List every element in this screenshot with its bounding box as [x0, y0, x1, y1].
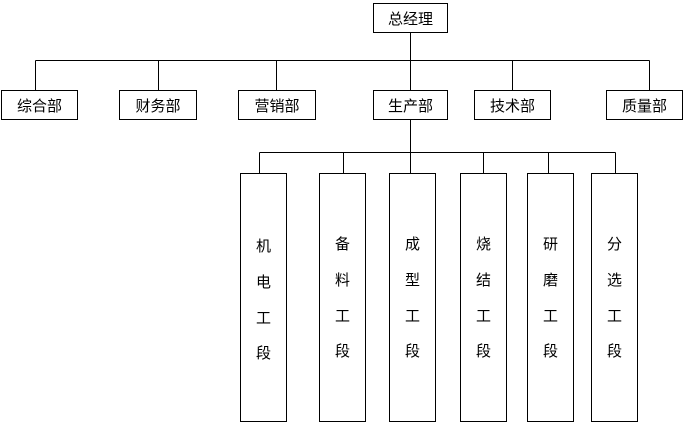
department-label: 营销部 [254, 96, 300, 115]
section-box-2: 备 料 工 段 [319, 173, 366, 422]
section-char: 型 [404, 271, 420, 289]
section-char: 段 [334, 342, 350, 360]
department-box-1: 综合部 [1, 90, 78, 120]
general-manager-box: 总经理 [373, 3, 448, 33]
department-box-3: 营销部 [238, 90, 316, 120]
section-char: 研 [542, 235, 558, 253]
section-char: 烧 [475, 235, 491, 253]
section-char: 工 [475, 307, 491, 325]
section-char: 结 [475, 271, 491, 289]
section-char: 工 [334, 307, 350, 325]
section-box-6: 分 选 工 段 [591, 173, 638, 422]
section-char: 工 [606, 307, 622, 325]
section-char: 成 [404, 235, 420, 253]
section-box-5: 研 磨 工 段 [527, 173, 574, 422]
section-char: 工 [255, 309, 271, 327]
department-box-6: 质量部 [606, 90, 683, 120]
section-char: 段 [255, 344, 271, 362]
section-box-1: 机 电 工 段 [240, 173, 287, 422]
section-char: 磨 [542, 271, 558, 289]
department-label: 质量部 [621, 96, 667, 115]
section-char: 分 [606, 235, 622, 253]
section-char: 段 [475, 342, 491, 360]
department-label: 生产部 [387, 96, 433, 115]
department-box-5: 技术部 [474, 90, 551, 120]
section-char: 机 [255, 237, 271, 255]
section-box-4: 烧 结 工 段 [460, 173, 507, 422]
section-box-3: 成 型 工 段 [389, 173, 436, 422]
department-label: 综合部 [16, 96, 62, 115]
section-char: 工 [542, 307, 558, 325]
department-box-4: 生产部 [373, 90, 448, 120]
section-char: 电 [255, 273, 271, 291]
department-box-2: 财务部 [119, 90, 197, 120]
section-char: 备 [334, 235, 350, 253]
section-char: 工 [404, 307, 420, 325]
section-char: 选 [606, 271, 622, 289]
general-manager-label: 总经理 [387, 9, 433, 28]
section-char: 料 [334, 271, 350, 289]
department-label: 技术部 [489, 96, 535, 115]
section-char: 段 [542, 342, 558, 360]
section-char: 段 [606, 342, 622, 360]
section-char: 段 [404, 342, 420, 360]
department-label: 财务部 [135, 96, 181, 115]
